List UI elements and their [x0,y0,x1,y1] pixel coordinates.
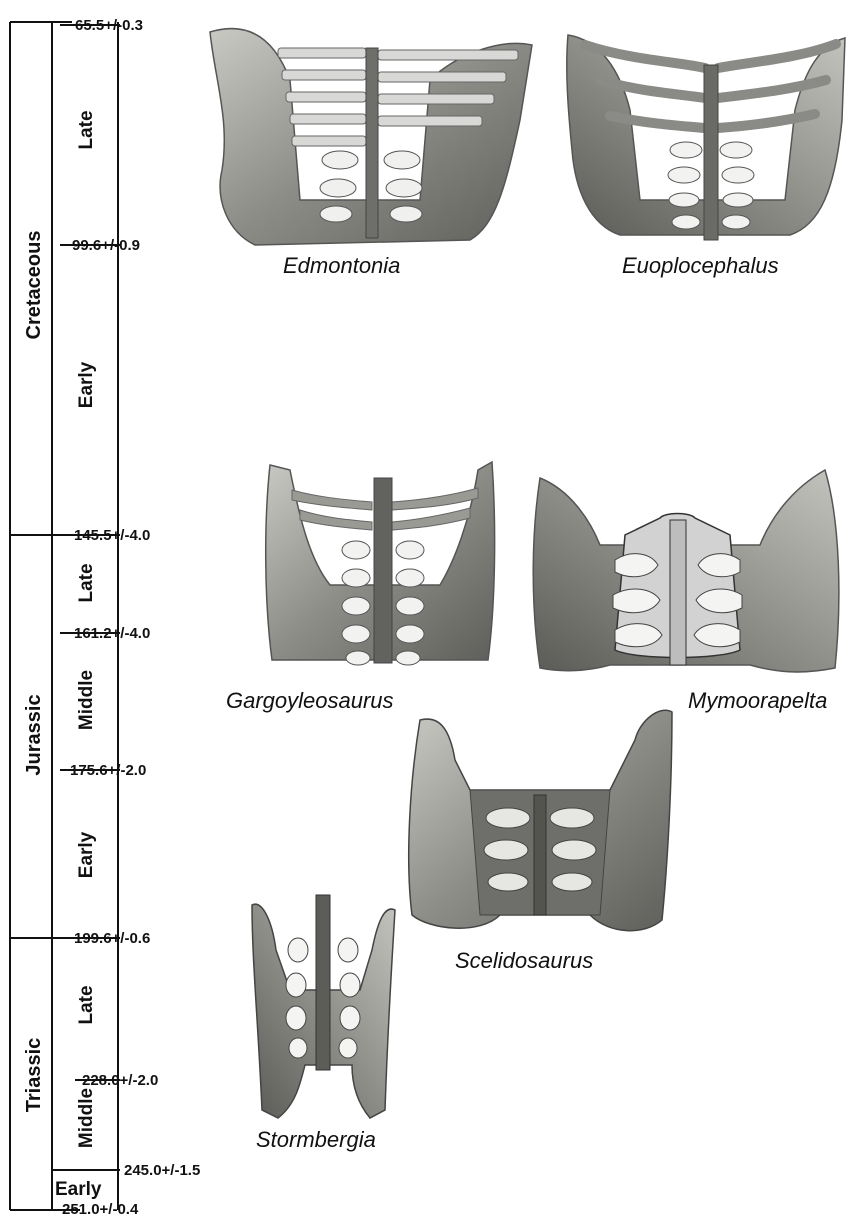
age-label-199-6: 199.6+/-0.6 [74,930,150,947]
specimen-label-stormbergia: Stormbergia [256,1127,376,1153]
edmontonia-sacrum-image [210,29,532,245]
period-label-cretaceous: Cretaceous [23,231,45,340]
age-tick: 161.2+/-4.0 [60,625,150,642]
age-label-99-6: 99.6+/-0.9 [72,237,140,254]
age-label-145-5: 145.5+/-4.0 [74,527,150,544]
stormbergia-sacrum-image [252,895,395,1118]
age-label-245-0: 245.0+/-1.5 [124,1162,200,1179]
age-tick: 145.5+/-4.0 [60,527,150,544]
epoch-label-jurassic-middle: Middle [76,670,97,730]
geologic-timescale: Cretaceous Jurassic Triassic Late Early … [10,17,200,1216]
epoch-label-triassic-early: Early [55,1179,102,1200]
age-label-175-6: 175.6+/-2.0 [70,762,146,779]
specimen-label-edmontonia: Edmontonia [283,253,400,279]
period-label-jurassic: Jurassic [23,694,45,775]
specimen-label-euoplocephalus: Euoplocephalus [622,253,779,279]
epoch-label-triassic-middle: Middle [76,1088,97,1148]
age-label-251-0: 251.0+/-0.4 [62,1201,139,1216]
age-tick: 65.5+/-0.3 [60,17,143,34]
specimen-label-mymoorapelta: Mymoorapelta [688,688,827,714]
epoch-label-triassic-late: Late [76,985,97,1024]
age-tick: 99.6+/-0.9 [60,237,140,254]
age-label-228-0: 228.0+/-2.0 [82,1072,158,1089]
age-tick: 228.0+/-2.0 [75,1072,158,1089]
epoch-label-cretaceous-late: Late [76,110,97,149]
age-tick: 251.0+/-0.4 [62,1201,139,1216]
specimen-label-scelidosaurus: Scelidosaurus [455,948,593,974]
epoch-label-jurassic-late: Late [76,563,97,602]
age-tick: 175.6+/-2.0 [60,762,146,779]
age-label-161-2: 161.2+/-4.0 [74,625,150,642]
age-tick: 199.6+/-0.6 [60,930,150,947]
specimen-label-gargoyleosaurus: Gargoyleosaurus [226,688,394,714]
mymoorapelta-sacrum-image [533,470,839,672]
euoplocephalus-sacrum-image [567,35,845,240]
age-label-65-5: 65.5+/-0.3 [75,17,143,34]
age-tick: 245.0+/-1.5 [60,1162,200,1179]
scelidosaurus-sacrum-image [409,710,672,930]
period-label-triassic: Triassic [23,1038,45,1113]
gargoyleosaurus-sacrum-image [266,462,495,665]
epoch-label-jurassic-early: Early [76,831,97,878]
epoch-label-cretaceous-early: Early [76,361,97,408]
